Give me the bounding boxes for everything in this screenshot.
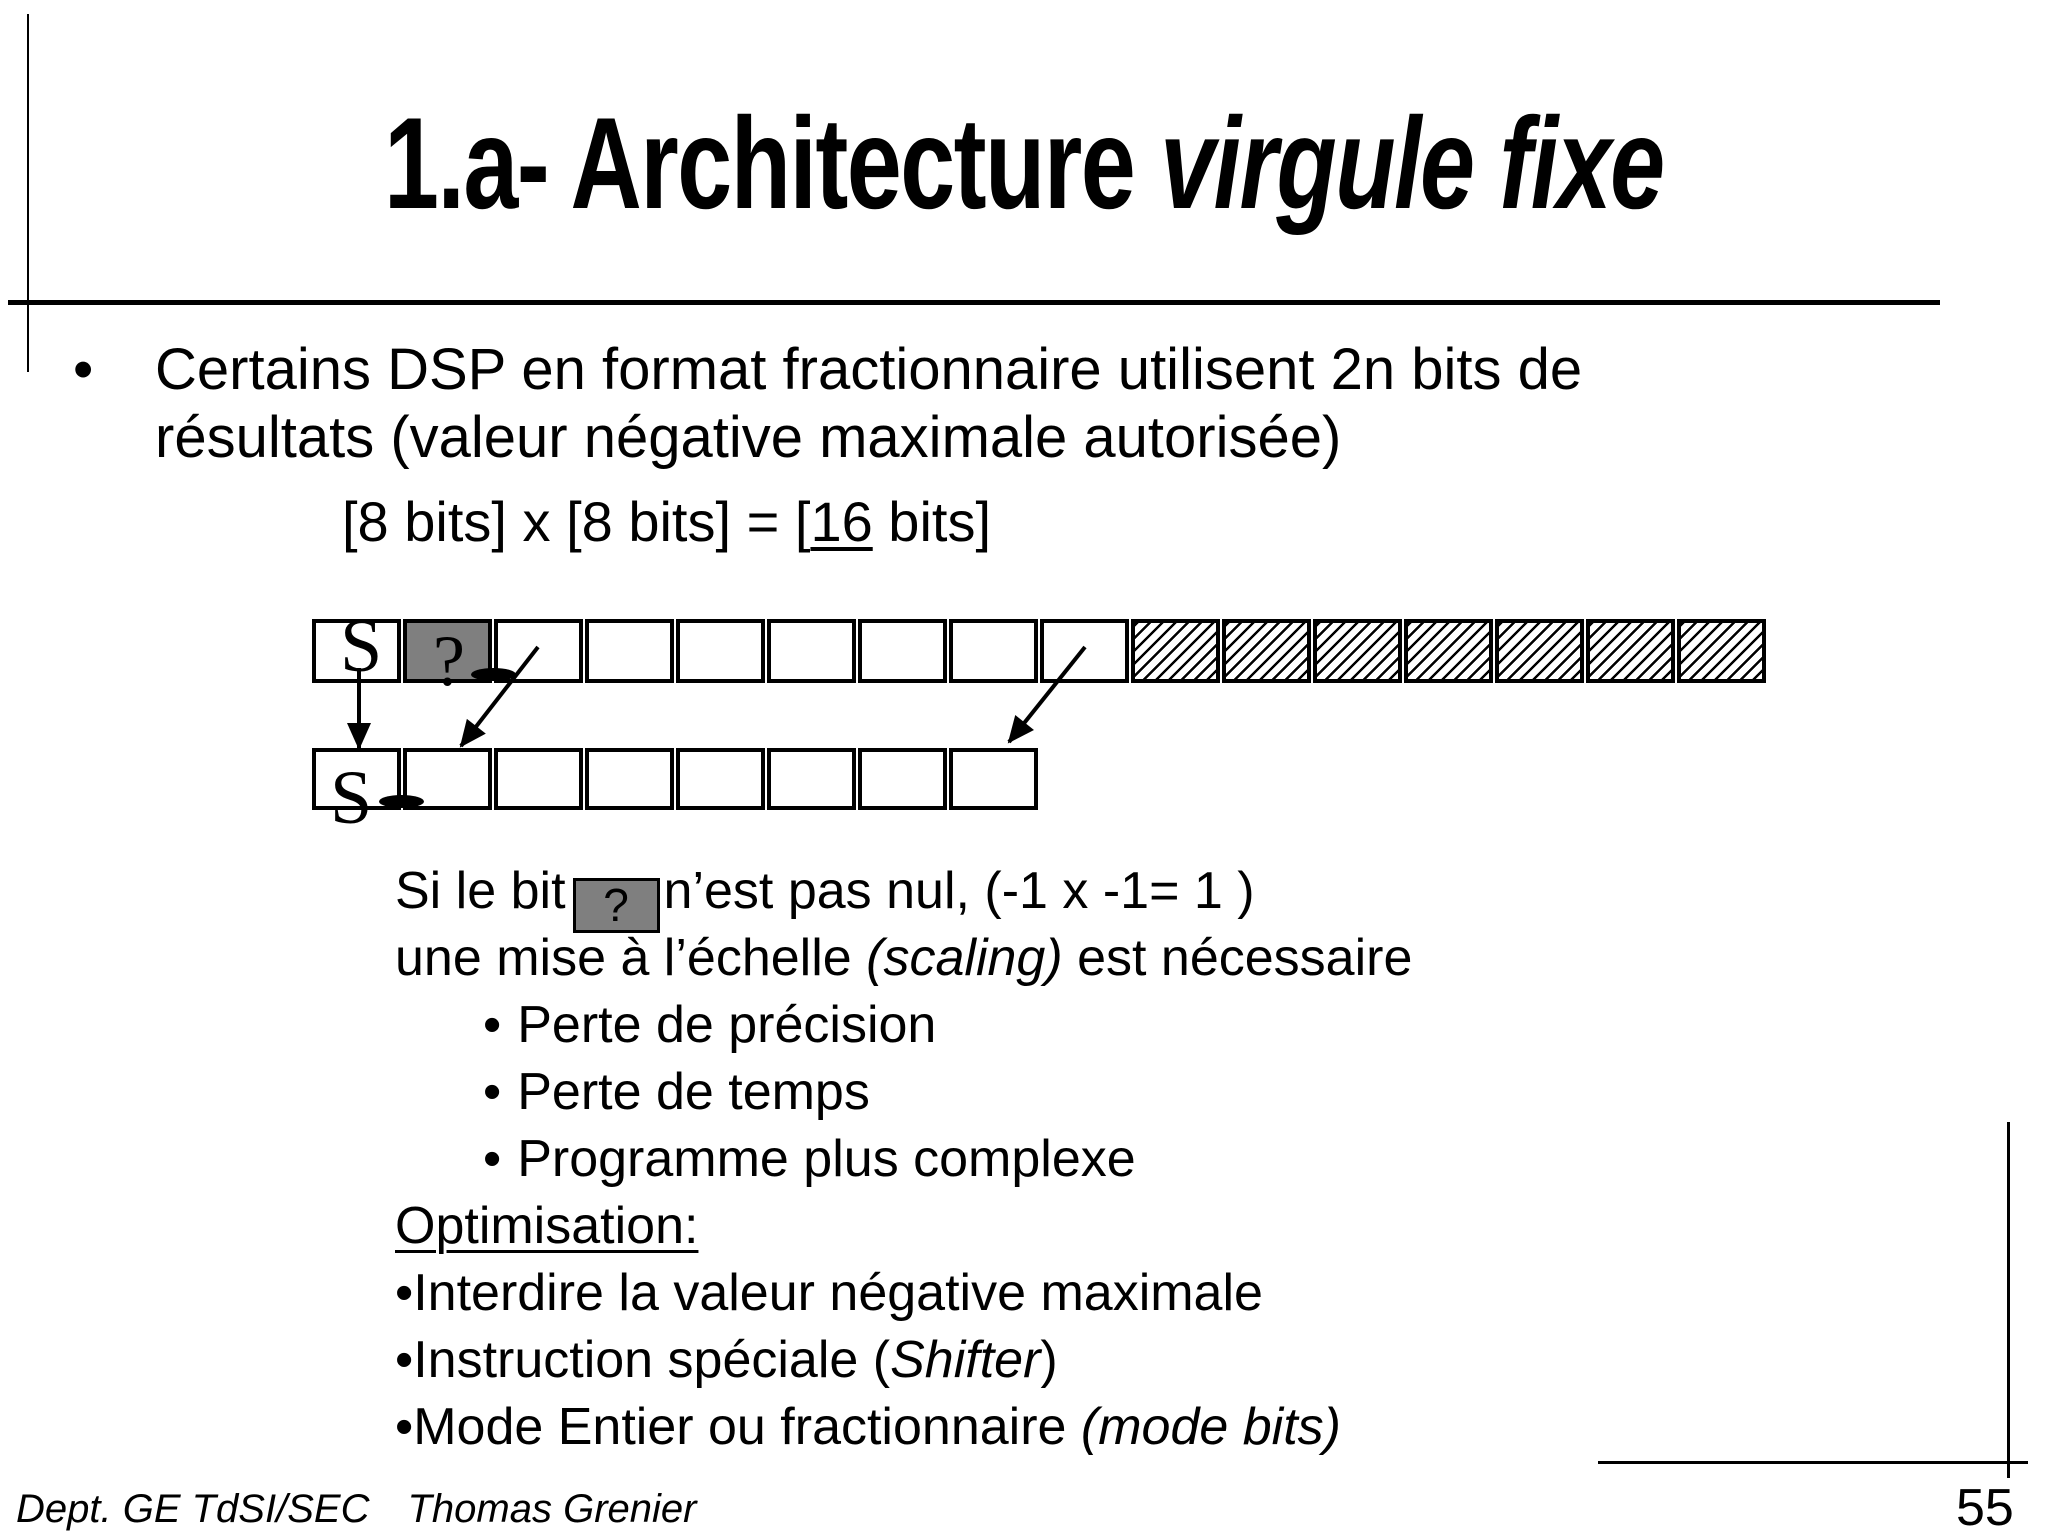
top-register: S? <box>312 608 1766 697</box>
title-number: 1.a- Architecture <box>384 90 1161 236</box>
top-register-cell <box>1586 619 1675 683</box>
top-register-cell <box>1495 619 1584 683</box>
decimal-point-marker-bottom <box>379 795 424 808</box>
top-register-cell: S <box>312 608 401 684</box>
drawback-item: • Perte de précision <box>395 992 1412 1059</box>
drawback-label: Programme plus complexe <box>517 1130 1136 1188</box>
condition-pre: Si le bit <box>395 862 566 920</box>
page-number: 55 <box>1956 1479 2014 1536</box>
top-register-cell <box>949 619 1038 683</box>
page-title: 1.a- Architecture virgule fixe <box>0 88 2048 238</box>
intro-line1: Certains DSP en format fractionnaire uti… <box>155 337 1583 402</box>
optimisation-emphasis: (mode bits) <box>1080 1398 1341 1456</box>
footer-department: Dept. GE TdSI/SEC <box>16 1487 370 1531</box>
footer-corner-vline <box>2007 1122 2010 1478</box>
optimisation-item: •Instruction spéciale (Shifter) <box>395 1327 1412 1394</box>
optimisation-pre: •Mode Entier ou fractionnaire <box>395 1398 1081 1456</box>
footer-author: Thomas Grenier <box>407 1487 697 1531</box>
bit-formula: [8 bits] x [8 bits] = [16 bits] <box>342 488 991 556</box>
top-register-cell <box>1222 619 1311 683</box>
scaling-line: une mise à l’échelle (scaling) est néces… <box>395 925 1412 992</box>
top-register-cell <box>767 619 856 683</box>
top-register-cell <box>1131 619 1220 683</box>
decimal-point-marker-top <box>471 668 516 681</box>
optimisation-item: •Interdire la valeur négative maximale <box>395 1264 1263 1322</box>
top-register-cell <box>858 619 947 683</box>
title-underline <box>8 300 1940 305</box>
top-register-cell <box>1313 619 1402 683</box>
top-register-cell <box>1040 619 1129 683</box>
formula-post: bits] <box>872 490 991 553</box>
top-register-cell <box>676 619 765 683</box>
optimisation-item: •Mode Entier ou fractionnaire (mode bits… <box>395 1394 1412 1461</box>
title-emphasis: virgule fixe <box>1160 90 1665 236</box>
bottom-register-cell <box>676 748 765 810</box>
intro-paragraph: Certains DSP en format fractionnaire uti… <box>155 336 1582 472</box>
question-bit-box: ? <box>572 878 660 933</box>
drawback-label: Perte de temps <box>517 1063 870 1121</box>
intro-bullet-glyph: • <box>73 337 94 402</box>
drawback-item: • Perte de temps <box>395 1059 1412 1126</box>
footer: Dept. GE TdSI/SEC Thomas Grenier <box>16 1487 696 1532</box>
bottom-register-cell <box>858 748 947 810</box>
top-register-cell <box>1404 619 1493 683</box>
bottom-register-cell <box>494 748 583 810</box>
footer-corner-hline <box>1598 1461 2028 1464</box>
left-margin-line <box>27 14 29 372</box>
bottom-register-cell <box>585 748 674 810</box>
bottom-register: S <box>312 748 1038 836</box>
bottom-register-cell <box>767 748 856 810</box>
question-bit-label: ? <box>433 621 465 701</box>
bullet-glyph: • <box>483 1130 502 1188</box>
bottom-register-cell <box>949 748 1038 810</box>
condition-line: Si le bit?n’est pas nul, (-1 x -1= 1 ) <box>395 858 1412 933</box>
drawback-item: • Programme plus complexe <box>395 1126 1412 1193</box>
sign-bit-label: S <box>340 604 383 688</box>
condition-post: n’est pas nul, (-1 x -1= 1 ) <box>663 862 1255 920</box>
drawback-label: Perte de précision <box>517 996 937 1054</box>
body-text: Si le bit?n’est pas nul, (-1 x -1= 1 ) u… <box>395 858 1412 1461</box>
top-register-cell <box>1677 619 1766 683</box>
optimisation-header: Optimisation: <box>395 1193 1412 1260</box>
optimisation-emphasis: Shifter <box>890 1331 1041 1389</box>
top-register-cell <box>585 619 674 683</box>
optimisation-title: Optimisation: <box>395 1197 699 1255</box>
intro-line2: résultats (valeur négative maximale auto… <box>155 405 1342 470</box>
formula-pre: [8 bits] x [8 bits] = [ <box>342 490 811 553</box>
scaling-post: est nécessaire <box>1062 929 1413 987</box>
bullet-glyph: • <box>483 996 502 1054</box>
bullet-glyph: • <box>483 1063 502 1121</box>
scaling-emphasis: (scaling) <box>866 929 1063 987</box>
scaling-pre: une mise à l’échelle <box>395 929 867 987</box>
sign-bit-label: S <box>330 756 373 840</box>
optimisation-post: ) <box>1040 1331 1058 1389</box>
formula-emphasis: 16 <box>810 490 873 553</box>
optimisation-pre: •Instruction spéciale ( <box>395 1331 891 1389</box>
